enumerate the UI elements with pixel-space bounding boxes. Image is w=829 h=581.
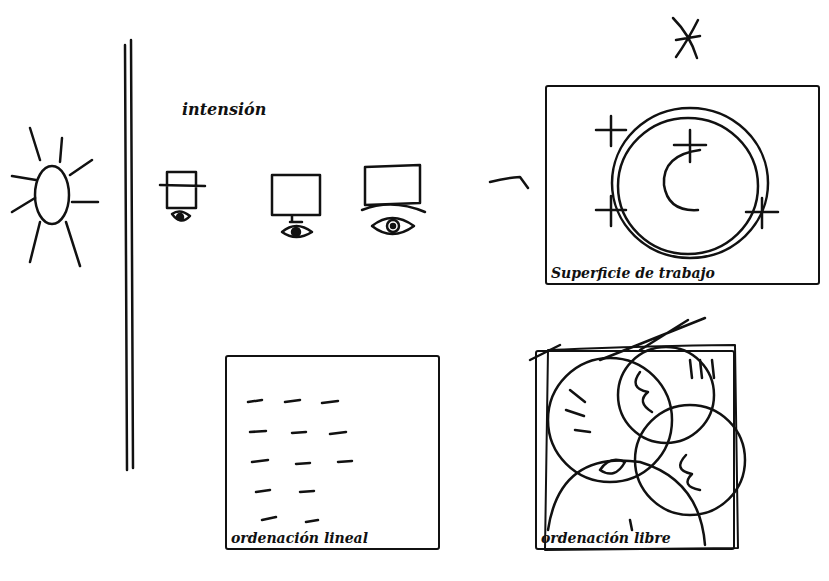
sketch-box: ordenación lineal (225, 355, 440, 550)
window-eye-medium (272, 175, 320, 237)
linear-dashes (248, 400, 352, 522)
sun-symbol (12, 128, 98, 266)
arrow-stroke (490, 177, 528, 188)
handwritten-note: intensión (182, 100, 266, 119)
sketch-box: ordenación libre (535, 350, 735, 550)
work-circles (596, 108, 778, 258)
wall-line (125, 40, 133, 470)
free-circles (530, 318, 745, 550)
box-caption: ordenación libre (541, 530, 729, 546)
sketch-box: Superficie de trabajo (545, 85, 820, 285)
window-eye-small (160, 172, 205, 221)
top-mark (673, 18, 700, 58)
window-eye-large (362, 165, 425, 234)
box-caption: Superficie de trabajo (551, 265, 814, 281)
box-caption: ordenación lineal (231, 530, 434, 546)
